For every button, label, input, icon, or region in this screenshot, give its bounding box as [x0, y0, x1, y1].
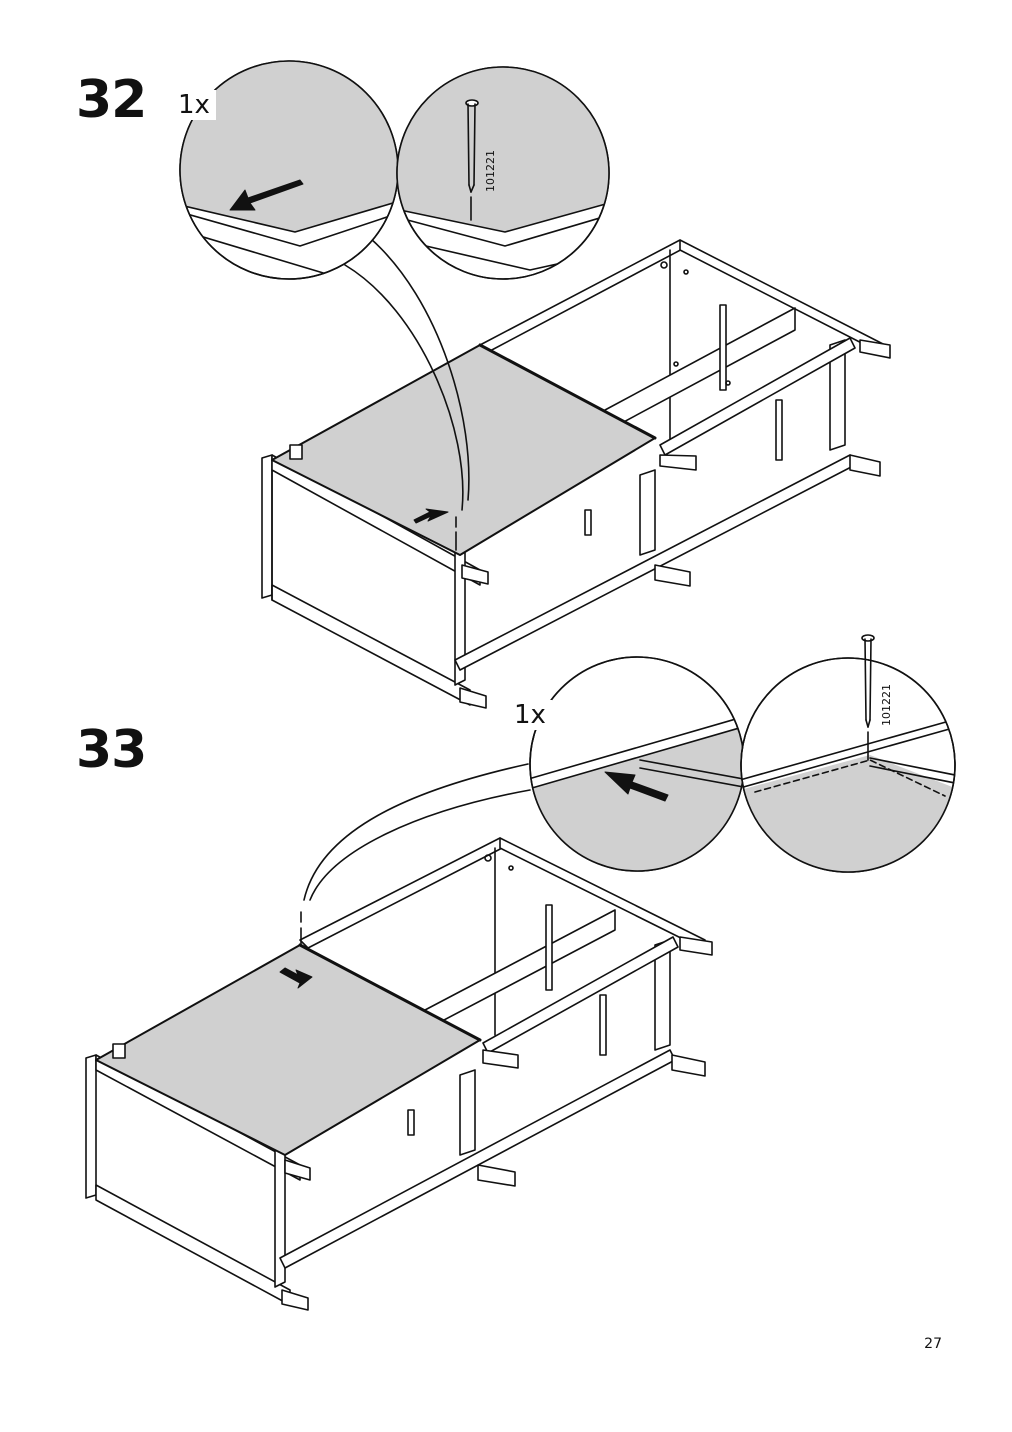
step-32-illustration: [179, 60, 891, 709]
page-number: 27: [924, 1336, 942, 1352]
step-33-illustration: [85, 634, 956, 1311]
detail-circle-right-32: [396, 66, 610, 280]
nail-icon: [465, 99, 479, 221]
quantity-label-32: 1x: [172, 90, 216, 120]
step-number-33: 33: [76, 720, 147, 780]
arrow-icon: [229, 179, 304, 211]
nail-icon: [861, 634, 875, 761]
step-number-32: 32: [76, 70, 147, 130]
arrow-icon: [413, 508, 449, 524]
detail-circle-left-33: [529, 656, 745, 872]
detail-circle-right-33: [740, 634, 956, 873]
arrow-icon: [279, 967, 313, 989]
arrow-icon: [604, 771, 669, 802]
quantity-label-33: 1x: [508, 700, 552, 730]
top-panel-32: [271, 344, 656, 556]
cabinet-frame-33: [85, 837, 713, 1311]
detail-circle-left-32: [179, 60, 399, 280]
cabinet-frame-32: [261, 239, 891, 709]
part-number-32: 101221: [484, 150, 497, 192]
part-number-33: 101221: [880, 684, 893, 726]
